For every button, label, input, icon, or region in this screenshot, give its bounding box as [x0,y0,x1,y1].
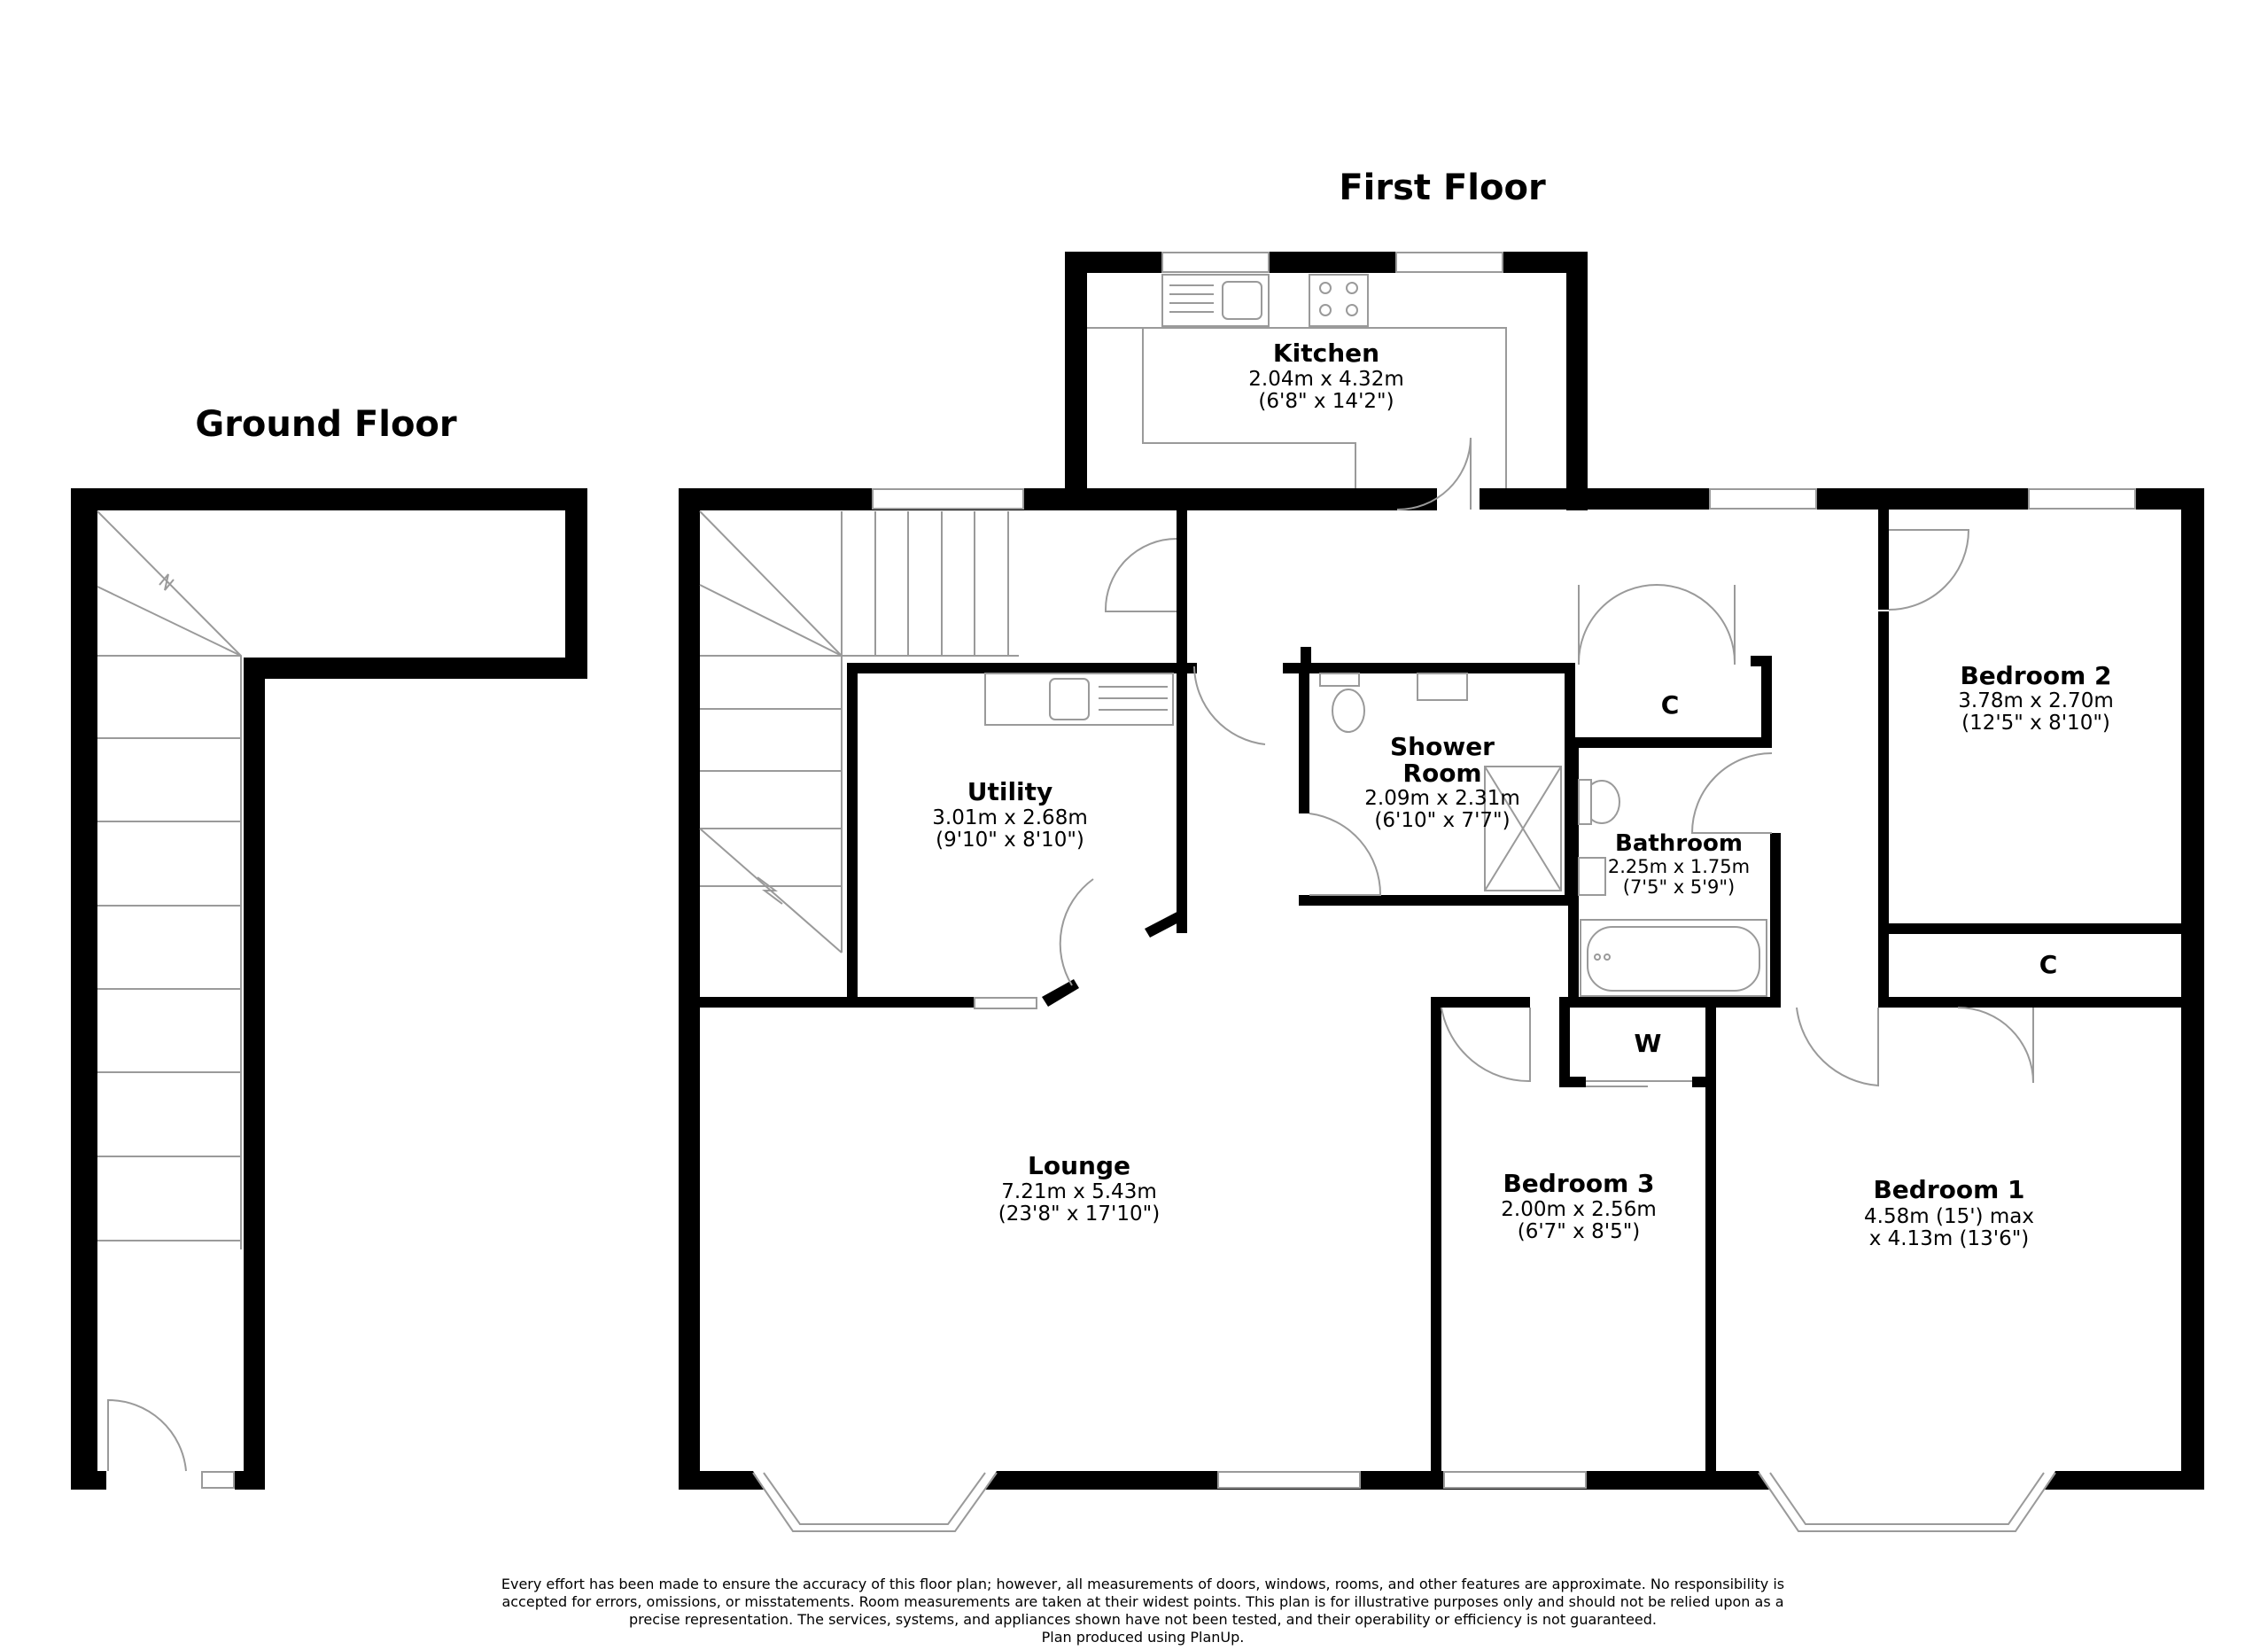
lounge-dim-m: 7.21m x 5.43m [1001,1180,1156,1203]
kitchen-name: Kitchen [1273,339,1379,368]
bathroom-dim-ft: (7'5" x 5'9") [1623,876,1735,898]
cupboard-label-lower: C [2039,950,2058,979]
shower-room-dim-ft: (6'10" x 7'7") [1374,809,1510,832]
disclaimer: Every effort has been made to ensure the… [390,1576,1896,1646]
bedroom1-dim-line2: x 4.13m (13'6") [1869,1227,2030,1250]
kitchen-fittings [1087,274,1507,488]
disclaimer-line4: Plan produced using PlanUp. [1041,1629,1245,1646]
bedroom3-name: Bedroom 3 [1503,1169,1654,1198]
utility-dim-ft: (9'10" x 8'10") [936,829,1084,852]
staircase-first [699,510,1019,953]
wardrobe-label: W [1635,1029,1662,1058]
cupboard-label-upper: C [1661,690,1680,720]
bathroom-name: Bathroom [1615,830,1743,857]
lounge-bay-window [752,1471,998,1532]
kitchen-dim-ft: (6'8" x 14'2") [1258,390,1394,413]
staircase-ground [97,510,242,1249]
bedroom1-name: Bedroom 1 [1873,1175,2024,1204]
utility-name: Utility [967,777,1053,806]
bathroom-fittings [1578,779,1767,997]
disclaimer-line3: precise representation. The services, sy… [628,1611,1658,1628]
bathroom-dim-m: 2.25m x 1.75m [1608,856,1750,877]
shower-room-name-line1: Shower [1390,732,1495,761]
lounge-dim-ft: (23'8" x 17'10") [998,1202,1160,1226]
utility-dim-m: 3.01m x 2.68m [932,806,1087,829]
disclaimer-line2: accepted for errors, omissions, or misst… [501,1593,1784,1610]
bedroom2-dim-m: 3.78m x 2.70m [1958,689,2113,712]
ground-floor-title: Ground Floor [195,404,457,445]
bedroom1-bay-window [1758,1471,2056,1532]
shower-room-fittings [1319,673,1562,891]
utility-fittings [984,673,1174,726]
kitchen-dim-m: 2.04m x 4.32m [1248,368,1403,391]
shower-room-dim-m: 2.09m x 2.31m [1364,787,1519,810]
bedroom2-dim-ft: (12'5" x 8'10") [1961,712,2110,735]
first-floor-title: First Floor [1339,167,1546,208]
front-door-ground [107,1398,235,1489]
bedroom3-dim-ft: (6'7" x 8'5") [1518,1220,1641,1243]
bedroom2-name: Bedroom 2 [1960,661,2111,690]
disclaimer-line1: Every effort has been made to ensure the… [501,1576,1785,1592]
bedroom3-dim-m: 2.00m x 2.56m [1501,1198,1656,1221]
bedroom1-dim-line1: 4.58m (15') max [1864,1205,2034,1228]
lounge-name: Lounge [1028,1151,1130,1180]
shower-room-name-line2: Room [1402,759,1481,788]
first-floor-plan [679,252,2204,1532]
ground-floor-plan [71,488,587,1490]
